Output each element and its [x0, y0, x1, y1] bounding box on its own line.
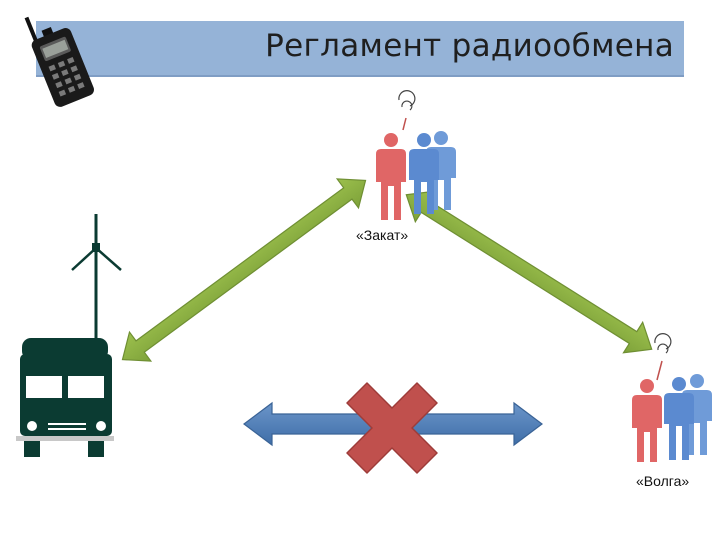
bus-icon	[16, 338, 114, 457]
station-label-volga: «Волга»	[636, 473, 690, 489]
radio-signal-icon	[398, 90, 416, 131]
station-label-zakat: «Закат»	[356, 227, 409, 243]
arrow-bus-to-zakat	[121, 178, 367, 362]
radio-signal-icon	[654, 333, 672, 381]
people-group-zakat	[376, 90, 456, 220]
red-x-icon	[346, 382, 438, 474]
page-title: Регламент радиообмена	[265, 28, 674, 64]
walkie-talkie-icon	[24, 16, 94, 107]
antenna-mast-icon	[71, 214, 122, 342]
people-group-volga	[632, 333, 712, 462]
title-bar: Регламент радиообмена	[36, 21, 684, 77]
